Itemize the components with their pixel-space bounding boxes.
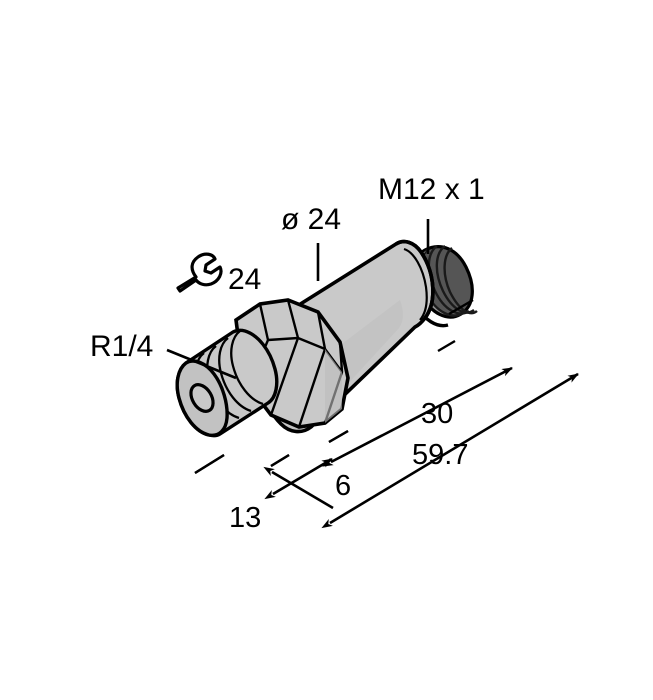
sensor-assembly: [175, 239, 478, 438]
dim13-value: 13: [229, 502, 261, 534]
dim6-value: 6: [335, 470, 351, 502]
dim597-ext-right: [448, 298, 474, 316]
dim597-ext-left: [194, 453, 225, 475]
wrench-icon: [176, 252, 223, 293]
dim30-ext-right: [437, 339, 456, 353]
label-m12-connector: M12 x 1: [378, 173, 485, 254]
m12-connector-label: M12 x 1: [378, 173, 485, 206]
wrench-size-group: 24: [176, 252, 261, 296]
dim597-value: 59.7: [412, 439, 468, 471]
process-thread-label: R1/4: [90, 330, 153, 363]
dimension-overall-length: 59.7: [194, 298, 579, 529]
wrench-glyph: [176, 252, 223, 293]
label-process-thread: R1/4: [90, 330, 237, 380]
process-thread-leader: [166, 348, 237, 380]
wrench-size-label: 24: [228, 263, 261, 296]
housing-top-edge: [395, 239, 435, 320]
process-thread-r14: [175, 328, 279, 438]
label-body-diameter: ø 24: [281, 203, 341, 281]
dim597-line: [321, 372, 579, 529]
dim30-value: 30: [421, 398, 453, 430]
pressure-port-bore: [189, 383, 215, 413]
body-diameter-label: ø 24: [281, 203, 341, 236]
housing-rim-line: [403, 247, 428, 321]
